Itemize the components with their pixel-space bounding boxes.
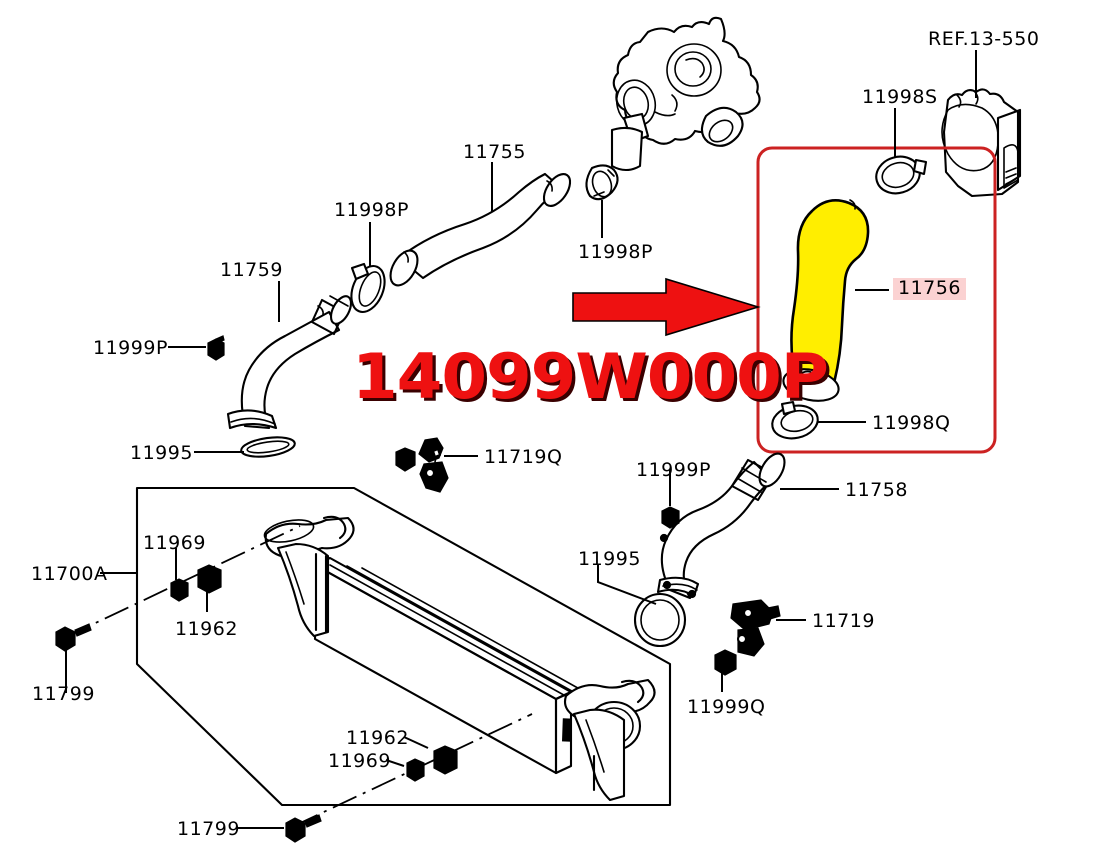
hose-11755-illustration (389, 172, 572, 287)
label-11995-right: 11995 (578, 548, 641, 570)
hardware-11962-bottom (433, 745, 458, 775)
label-11700a: 11700A (31, 563, 108, 585)
label-11758: 11758 (845, 479, 908, 501)
hardware-11799-top (55, 623, 92, 652)
label-11998p-right: 11998P (578, 241, 653, 263)
hose-11756-highlighted-illustration (782, 199, 870, 402)
throttle-body-illustration (941, 88, 1022, 198)
label-11995-left: 11995 (130, 442, 193, 464)
label-11719: 11719 (812, 610, 875, 632)
label-11719q: 11719Q (484, 446, 563, 468)
bolt-11999q-illustration (714, 649, 737, 676)
hardware-11969-top (170, 578, 189, 602)
intercooler-end-tank-right (563, 678, 656, 802)
label-ref-13-550: REF.13-550 (928, 28, 1040, 50)
bolt-11999p-left-illustration (207, 335, 225, 361)
label-11799-top: 11799 (32, 683, 95, 705)
bolt-11999p-right-illustration (661, 506, 680, 529)
label-11755: 11755 (463, 141, 526, 163)
pointer-arrow (572, 277, 761, 337)
clamp-11998q-illustration (771, 400, 819, 440)
pipe-11759-illustration (226, 295, 353, 430)
label-11998p-left: 11998P (334, 199, 409, 221)
leader-lines (65, 50, 977, 829)
label-11969-top: 11969 (143, 532, 206, 554)
label-11998s: 11998S (862, 86, 938, 108)
featured-part-number: 14099W000P (352, 340, 829, 413)
bracket-11719-illustration (730, 599, 781, 657)
label-11999p-left: 11999P (93, 337, 168, 359)
hardware-11962-top (197, 564, 222, 594)
bolt-11719q-illustration (395, 447, 416, 472)
hardware-11799-bottom (285, 814, 322, 843)
clamp-11998s-illustration (875, 155, 928, 195)
hose-11758-illustration (656, 452, 786, 600)
label-11998q: 11998Q (872, 412, 951, 434)
turbocharger-illustration (610, 16, 761, 172)
oring-11995-right-illustration (633, 592, 687, 648)
label-11756: 11756 (893, 278, 966, 300)
label-11969-bottom: 11969 (328, 750, 391, 772)
label-11999q: 11999Q (687, 696, 766, 718)
clamp-11998p-left-illustration (350, 262, 386, 314)
callout-box (756, 146, 997, 454)
label-11799-bottom: 11799 (177, 818, 240, 840)
label-11999p-right: 11999P (636, 459, 711, 481)
hardware-11969-bottom (406, 758, 425, 782)
assembly-frame-11700a (135, 486, 672, 807)
intercooler-end-tank-left (263, 515, 355, 638)
label-11962-top: 11962 (175, 618, 238, 640)
bracket-11719q-illustration (418, 437, 449, 493)
gasket-11998p-right-illustration (585, 164, 619, 201)
label-11759: 11759 (220, 259, 283, 281)
label-11962-bottom: 11962 (346, 727, 409, 749)
